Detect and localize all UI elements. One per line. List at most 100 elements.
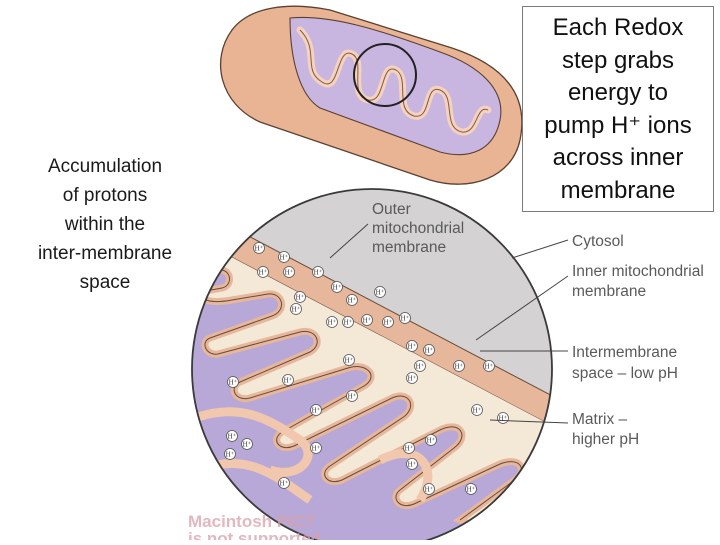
proton-marker: H⁺ [283, 266, 295, 278]
leader-matrix [489, 419, 569, 424]
proton-marker: H⁺ [346, 390, 358, 402]
proton-marker: H⁺ [465, 483, 477, 495]
proton-symbol: H⁺ [284, 377, 293, 385]
proton-symbol: H⁺ [345, 357, 354, 365]
proton-marker: H⁺ [471, 404, 483, 416]
proton-symbol: H⁺ [384, 319, 393, 327]
left-caption-line: inter-membrane [37, 243, 173, 264]
left-caption-line: space [79, 272, 131, 293]
proton-symbol: H⁺ [296, 294, 305, 302]
proton-marker: H⁺ [423, 344, 435, 356]
proton-marker: H⁺ [453, 360, 465, 372]
redox-callout-box: Each Redox step grabs energy to pump H⁺ … [522, 6, 714, 212]
callout-line: membrane [560, 176, 676, 204]
proton-marker: H⁺ [483, 360, 495, 372]
proton-symbol: H⁺ [425, 486, 434, 494]
leader-cytosol [511, 239, 569, 259]
magnified-circle-outline [191, 188, 553, 545]
proton-marker: H⁺ [241, 438, 253, 450]
proton-symbol: H⁺ [473, 407, 482, 415]
proton-symbol: H⁺ [280, 480, 289, 488]
proton-symbol: H⁺ [312, 445, 321, 453]
proton-marker: H⁺ [414, 360, 426, 372]
inner-membrane-label: Inner mitochondrial membrane [572, 263, 708, 300]
zoom-circle [353, 43, 417, 107]
proton-marker: H⁺ [253, 242, 265, 254]
proton-symbol: H⁺ [408, 461, 417, 469]
proton-symbol: H⁺ [416, 363, 425, 371]
outer-membrane-label: Outer mitochondrial membrane [372, 201, 469, 256]
proton-symbol: H⁺ [405, 445, 414, 453]
leader-lines [329, 223, 569, 424]
proton-marker: H⁺ [361, 314, 373, 326]
proton-marker: H⁺ [497, 412, 509, 424]
proton-symbol: H⁺ [314, 269, 323, 277]
proton-marker: H⁺ [294, 291, 306, 303]
proton-marker: H⁺ [257, 266, 269, 278]
left-caption-line: of protons [62, 185, 148, 206]
proton-symbol: H⁺ [333, 284, 342, 292]
cristae-outline [299, 29, 489, 133]
proton-symbol: H⁺ [427, 437, 436, 445]
crista-fold [192, 407, 313, 477]
proton-marker: H⁺ [226, 430, 238, 442]
proton-symbol: H⁺ [344, 319, 353, 327]
proton-symbol: H⁺ [425, 347, 434, 355]
proton-marker: H⁺ [406, 340, 418, 352]
proton-marker: H⁺ [423, 483, 435, 495]
proton-symbol: H⁺ [401, 315, 410, 323]
proton-symbol: H⁺ [328, 319, 337, 327]
proton-symbol: H⁺ [285, 269, 294, 277]
proton-symbol: H⁺ [259, 269, 268, 277]
pict-watermark: Macintosh PICT is not supported [188, 512, 321, 540]
cytosol-label: Cytosol [572, 233, 624, 250]
proton-marker: H⁺ [403, 442, 415, 454]
proton-marker: H⁺ [399, 312, 411, 324]
proton-marker: H⁺ [382, 316, 394, 328]
callout-line: pump H⁺ ions [544, 111, 692, 139]
proton-symbol: H⁺ [226, 451, 235, 459]
proton-marker: H⁺ [406, 458, 418, 470]
intermembrane-space-label: Intermembrane space – low pH [572, 344, 681, 382]
proton-marker: H⁺ [346, 294, 358, 306]
proton-symbol: H⁺ [229, 379, 238, 387]
proton-symbol: H⁺ [408, 375, 417, 383]
proton-symbol: H⁺ [312, 407, 321, 415]
callout-line: step grabs [561, 46, 675, 74]
leader-outer-membrane [329, 223, 369, 259]
proton-marker: H⁺ [282, 374, 294, 386]
proton-marker: H⁺ [310, 404, 322, 416]
proton-marker: H⁺ [290, 303, 302, 315]
proton-marker: H⁺ [326, 316, 338, 328]
proton-marker: H⁺ [227, 376, 239, 388]
left-caption: Accumulation of protons within the inter… [14, 152, 196, 297]
proton-symbol: H⁺ [280, 254, 289, 262]
inner-membrane-outline [192, 261, 522, 521]
proton-symbol: H⁺ [292, 306, 301, 314]
proton-marker: H⁺ [406, 372, 418, 384]
proton-marker: H⁺ [374, 286, 386, 298]
proton-marker: H⁺ [425, 434, 437, 446]
leader-inner-membrane [475, 275, 569, 341]
proton-symbol: H⁺ [376, 289, 385, 297]
proton-symbol: H⁺ [499, 415, 508, 423]
proton-symbol: H⁺ [243, 441, 252, 449]
proton-marker: H⁺ [278, 251, 290, 263]
proton-marker: H⁺ [343, 354, 355, 366]
proton-marker: H⁺ [342, 316, 354, 328]
proton-symbol: H⁺ [485, 363, 494, 371]
proton-symbol: H⁺ [408, 343, 417, 351]
proton-symbol: H⁺ [255, 245, 264, 253]
magnified-view: H⁺H⁺H⁺H⁺H⁺H⁺H⁺H⁺H⁺H⁺H⁺H⁺H⁺H⁺H⁺H⁺H⁺H⁺H⁺H⁺… [191, 188, 553, 545]
left-caption-line: Accumulation [47, 156, 163, 177]
proton-marker: H⁺ [224, 448, 236, 460]
callout-line: across inner [552, 144, 684, 171]
matrix-label: Matrix – higher pH [572, 411, 639, 448]
callout-line: Each Redox [552, 14, 684, 41]
mitochondrion-overview [219, 5, 523, 185]
proton-symbol: H⁺ [455, 363, 464, 371]
proton-symbol: H⁺ [348, 297, 357, 305]
callout-line: energy to [567, 79, 669, 106]
